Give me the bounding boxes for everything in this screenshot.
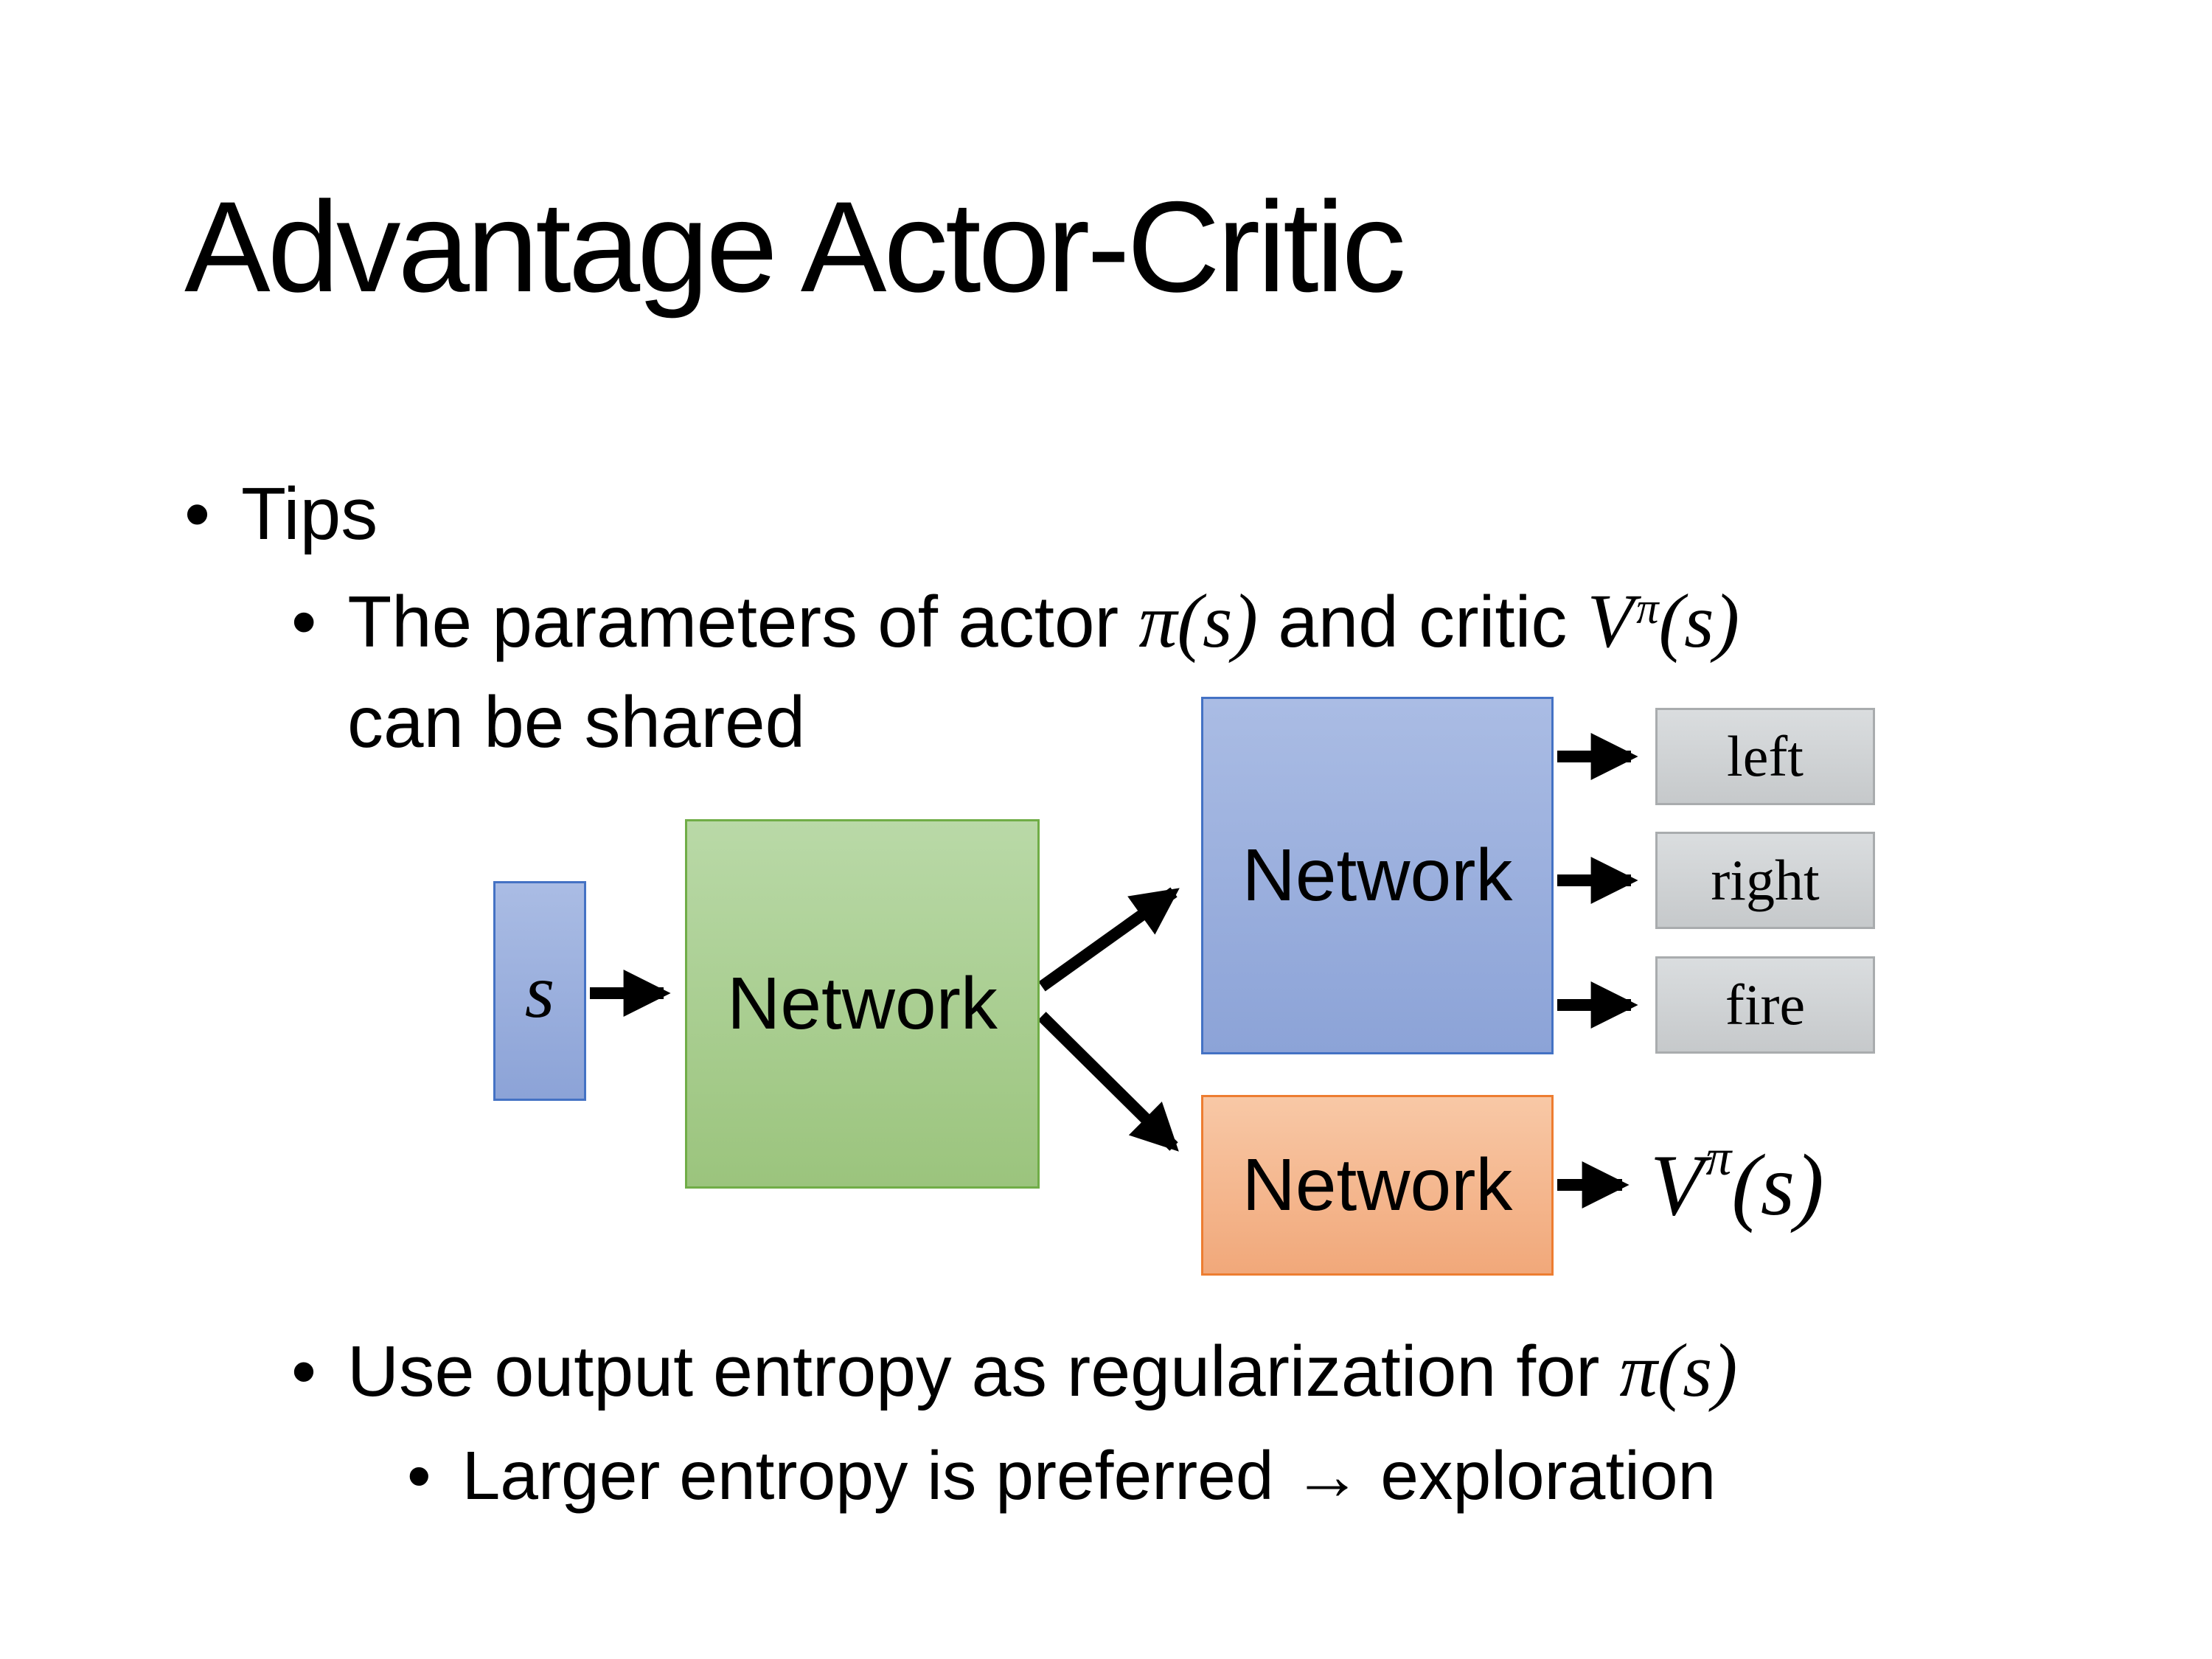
action-box-fire: fire [1655, 956, 1875, 1054]
state-box-label: s [524, 948, 555, 1034]
bullet-tips: • Tips [184, 472, 378, 557]
value-output-sup: π [1705, 1130, 1732, 1187]
bullet-exploration: • Larger entropy is preferred → explorati… [407, 1436, 1716, 1515]
bullet-shared-parameters: • The parameters of actor π(s) and critic… [291, 569, 1739, 772]
shared-text-pre: The parameters of actor [347, 581, 1139, 662]
exploration-text: Larger entropy is preferred → exploratio… [462, 1437, 1717, 1514]
entropy-text: Use output entropy as regularization for [347, 1331, 1620, 1411]
bullet-marker: • [184, 473, 211, 555]
critic-value-math-args: (s) [1658, 579, 1740, 664]
bullet-shared-line1: • The parameters of actor π(s) and critic… [291, 569, 1739, 673]
shared-text-mid: and critic [1258, 581, 1587, 662]
action-box-left: left [1655, 708, 1875, 805]
actor-network-box: Network [1201, 697, 1554, 1054]
entropy-policy-math: π(s) [1619, 1329, 1738, 1413]
bullet-tips-label: Tips [241, 473, 378, 555]
bullet-marker: • [291, 1331, 316, 1411]
critic-network-box: Network [1201, 1095, 1554, 1276]
bullet-marker: • [407, 1437, 431, 1514]
page-title: Advantage Actor-Critic [184, 175, 1406, 319]
state-box: s [493, 881, 586, 1101]
arrow-shared-to-critic [1037, 1012, 1179, 1152]
actor-policy-math: π(s) [1138, 579, 1258, 664]
action-left-label: left [1727, 724, 1804, 788]
action-right-label: right [1711, 848, 1820, 912]
actor-network-label: Network [1242, 834, 1513, 917]
value-output-v: V [1650, 1136, 1704, 1234]
bullet-shared-line2: can be shared [347, 681, 806, 763]
bullet-entropy-regularization: • Use output entropy as regularization fo… [291, 1327, 1737, 1414]
critic-value-math-v: V [1587, 579, 1635, 664]
critic-value-math-sup: π [1636, 584, 1659, 634]
value-output-args: (s) [1731, 1136, 1824, 1234]
bullet-marker: • [291, 581, 317, 662]
critic-network-label: Network [1242, 1144, 1513, 1226]
action-box-right: right [1655, 832, 1875, 929]
shared-network-box: Network [685, 819, 1040, 1189]
action-fire-label: fire [1725, 973, 1806, 1037]
arrow-shared-to-actor [1038, 887, 1180, 992]
shared-network-label: Network [727, 962, 998, 1045]
